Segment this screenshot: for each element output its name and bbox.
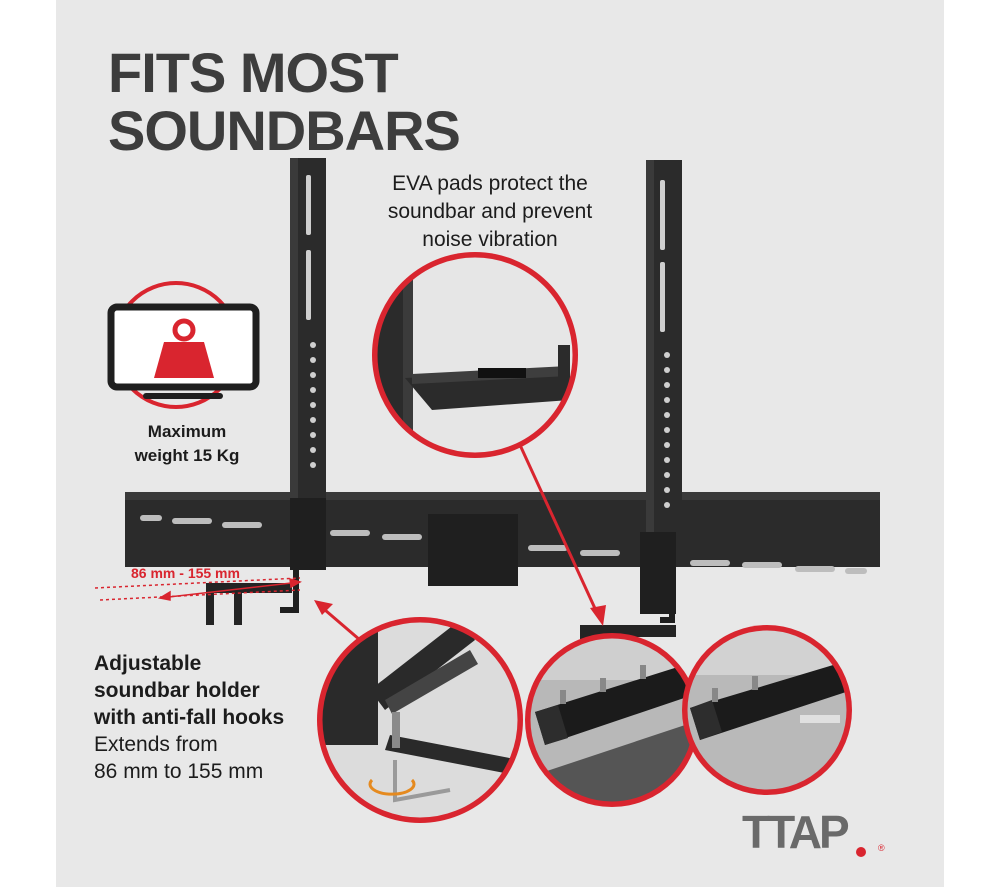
dimension-marker [94,577,302,601]
dimension-label: 86 mm - 155 mm [131,565,240,581]
weight-caption: Maximum weight 15 Kg [112,420,262,468]
left-upright-bracket [206,158,326,625]
soundbar-detail-left [525,633,699,807]
headline-line-1: FITS MOST [108,41,399,104]
eva-caption: EVA pads protect the soundbar and preven… [350,170,630,254]
headline: FITS MOST SOUNDBARS [108,41,461,162]
adjust-caption-line-3: with anti-fall hooks [94,706,285,729]
dimension-to: 155 mm [187,565,240,581]
weight-caption-line-2: weight 15 Kg [134,446,240,465]
registered-mark: ® [878,843,885,853]
soundbar-detail-right [682,625,852,795]
adjust-caption-line-2: soundbar holder [94,679,260,702]
adjust-caption-line-5: 86 mm to 155 mm [94,760,264,783]
brand-dot [856,847,866,857]
eva-caption-line-1: EVA pads protect the [392,172,588,195]
weight-caption-line-1: Maximum [147,422,227,441]
right-upright-bracket [580,160,682,669]
holder-detail [317,617,523,823]
wall-rail [125,492,880,586]
adjust-caption-line-4: Extends from [94,733,218,756]
adjust-caption: Adjustable soundbar holder with anti-fal… [94,650,354,785]
dimension-from: 86 mm [131,565,176,581]
adjust-caption-line-1: Adjustable [94,652,202,675]
dimension-sep: - [175,565,188,581]
headline-line-2: SOUNDBARS [108,99,461,162]
eva-pad-detail [372,252,578,458]
weight-monitor-icon [107,281,260,409]
eva-caption-line-3: noise vibration [422,228,558,251]
eva-caption-line-2: soundbar and prevent [387,200,593,223]
callout-arrow-icon [324,444,600,642]
brand-logo: TTAP [742,806,850,858]
